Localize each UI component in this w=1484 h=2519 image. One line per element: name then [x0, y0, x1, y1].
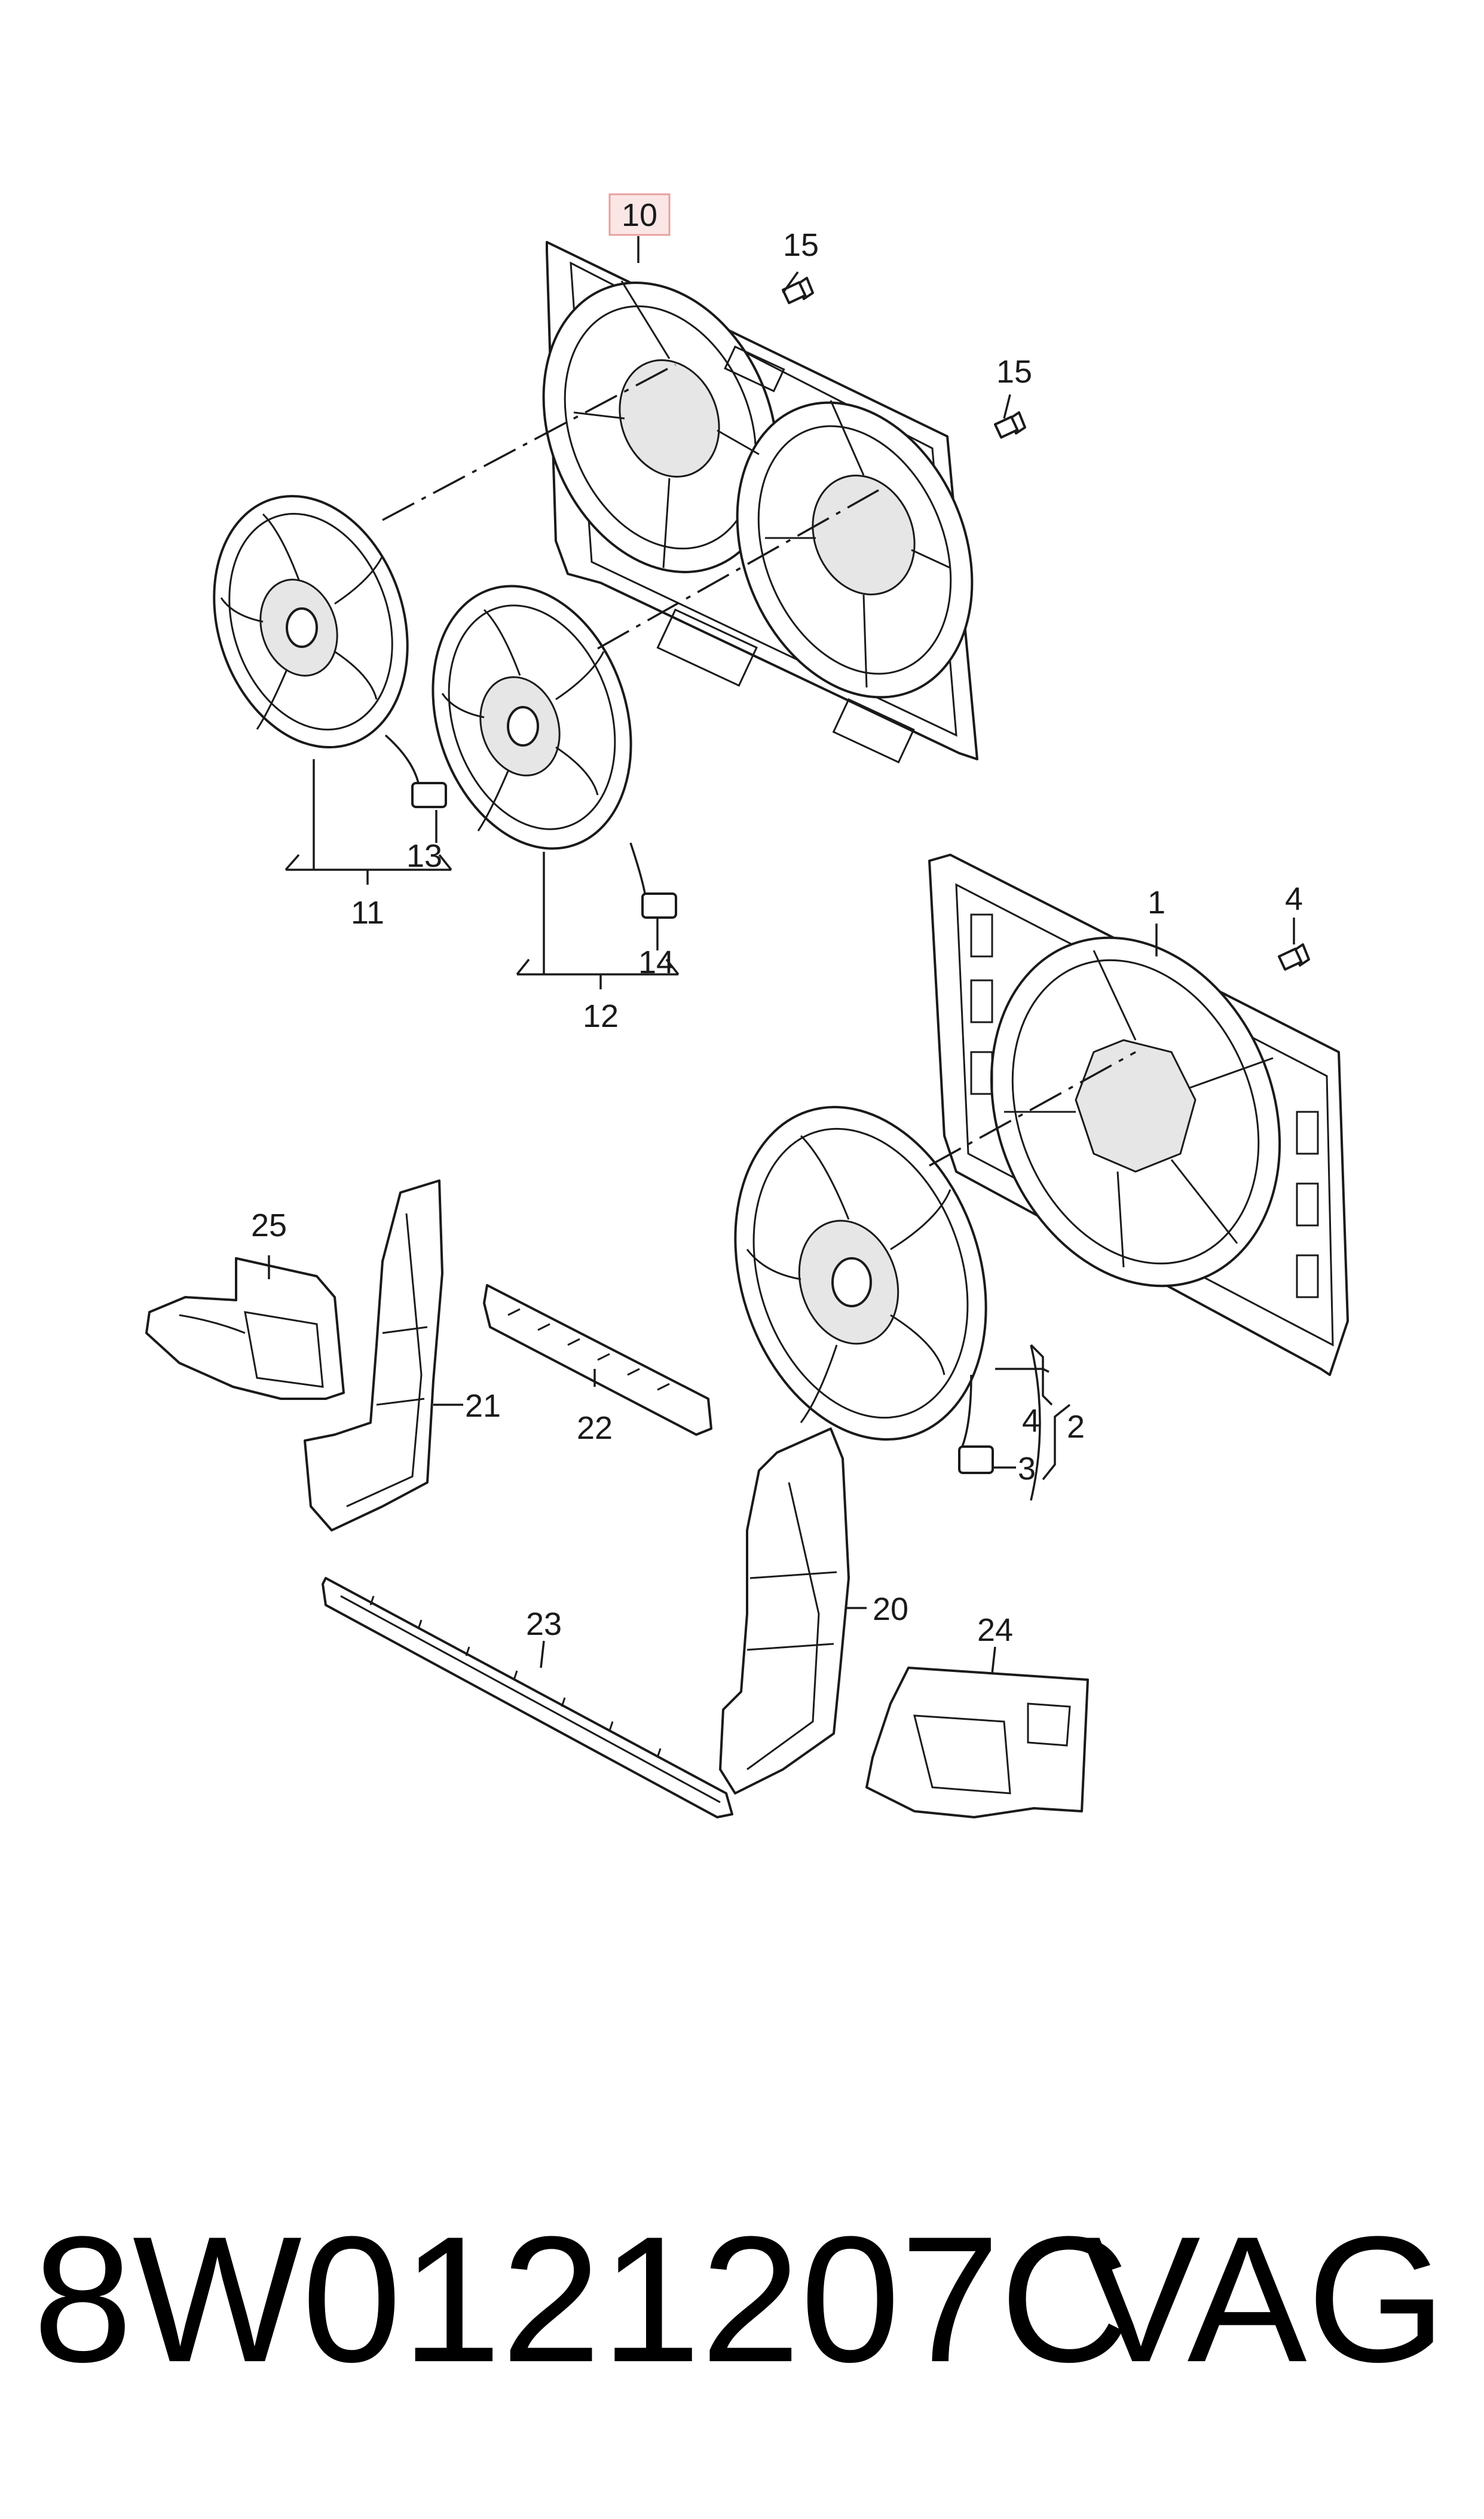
- single-fan-shroud-frame: [928, 854, 1349, 1376]
- callout-3: 3: [1018, 1451, 1036, 1487]
- bracket-11: [284, 854, 452, 885]
- alignment-line: [382, 363, 676, 521]
- callout-4: 4: [1022, 1403, 1040, 1439]
- callout-15: 15: [783, 227, 819, 263]
- fan-motor-left: [213, 494, 447, 808]
- part-number: 8W0121207C: [33, 2199, 1130, 2399]
- leader-line: [540, 1640, 545, 1668]
- callout-22: 22: [577, 1410, 613, 1446]
- callout-12: 12: [583, 998, 619, 1034]
- brand-name: VAG: [1081, 2199, 1446, 2399]
- callout-15: 15: [996, 354, 1032, 390]
- alignment-line: [929, 1051, 1136, 1167]
- mounting-strip-upper: [483, 1284, 712, 1436]
- callout-25: 25: [251, 1207, 287, 1243]
- air-guide-left: [145, 1257, 345, 1400]
- bracket-12: [516, 958, 680, 989]
- screw-icon: [782, 277, 814, 304]
- callout-20: 20: [873, 1591, 908, 1627]
- leader-line: [995, 1368, 1049, 1373]
- air-guide-right: [865, 1667, 1089, 1818]
- callout-4: 4: [1285, 881, 1303, 917]
- bracket-4-lower: [1042, 1404, 1071, 1481]
- callout-1: 1: [1148, 885, 1165, 921]
- callout-10: 10: [622, 197, 657, 233]
- alignment-line: [597, 489, 879, 650]
- callout-11: 11: [351, 895, 384, 931]
- callout-24: 24: [977, 1612, 1013, 1648]
- twin-fan-shroud-frame: [542, 241, 978, 764]
- leader-line: [782, 271, 799, 294]
- mounting-strip-lower: [322, 1577, 733, 1818]
- leader-line: [991, 1646, 996, 1674]
- fan-motor-large: [734, 1105, 994, 1474]
- callout-21: 21: [465, 1388, 501, 1424]
- bracket-2: [1030, 1344, 1041, 1501]
- side-duct-left: [304, 1179, 443, 1531]
- fan-motor-middle: [432, 585, 677, 919]
- callout-2: 2: [1067, 1409, 1085, 1445]
- highlight-box: [608, 193, 671, 236]
- callout-13: 13: [406, 838, 442, 874]
- bracket-4: [1030, 1344, 1053, 1406]
- leader-line: [1003, 394, 1011, 419]
- screw-icon: [994, 411, 1026, 439]
- screw-icon: [1278, 943, 1310, 971]
- callout-14: 14: [638, 944, 674, 980]
- side-duct-right: [719, 1427, 850, 1795]
- callout-23: 23: [526, 1606, 562, 1642]
